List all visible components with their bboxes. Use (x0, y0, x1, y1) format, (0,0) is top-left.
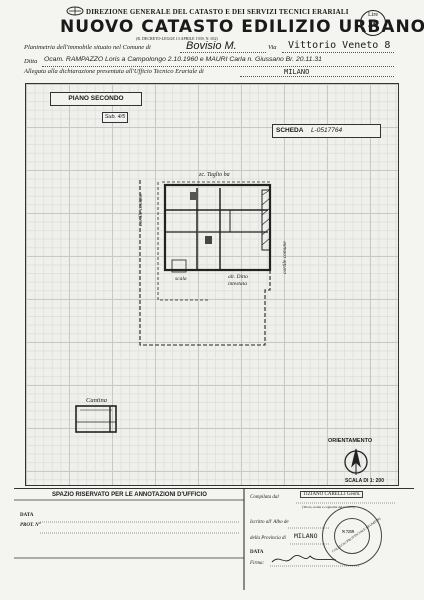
comune-value: Bovisio M. (186, 40, 237, 52)
cantina-label: Cantina (86, 397, 107, 404)
firma-label: Firma: (250, 561, 265, 566)
scheda-value: L-0517764 (311, 127, 343, 134)
prot-label: PROT. N° (20, 523, 41, 528)
bottom-section (14, 488, 414, 589)
allegata-label: Allegata alla dichiarazione presentata a… (24, 68, 204, 75)
law-reference: (R. DECRETO-LEGGE 13 APRILE 1939, N. 652… (136, 36, 218, 41)
emblem-icon (66, 6, 84, 16)
lire-label: Lire (368, 12, 378, 18)
scheda-label: SCHEDA L-0517764 (272, 124, 381, 138)
orientamento-label: ORIENTAMENTO (328, 438, 373, 444)
provincia-label: della Provincia di (250, 536, 286, 541)
signature (271, 554, 337, 563)
titolo-note: (Titolo, nome e cognome del tecnico) (302, 505, 355, 509)
ditta-value: Ocam. RAMPAZZO Loris a Campolongo 2.10.1… (44, 56, 322, 63)
scale-label: SCALA DI 1: 200 (345, 478, 384, 484)
compilata-name: TIZIANO CARELLI Geom. (300, 491, 364, 498)
ditta-label: Ditta (24, 58, 38, 65)
scala-label: scala (175, 276, 187, 282)
stamp-fee-badge: Lire 20 (360, 10, 386, 36)
altra-ditta-label: alt. Ditta intestata (228, 274, 248, 287)
provincia-value: MILANO (294, 532, 318, 540)
data-label: DATA (20, 513, 34, 518)
data2-label: DATA (250, 550, 264, 555)
via-label: Via (268, 44, 277, 51)
spazio-label: SPAZIO RISERVATO PER LE ANNOTAZIONI D'UF… (52, 492, 207, 498)
scheda-text: SCHEDA (276, 127, 304, 134)
floor-plan-grid (25, 83, 399, 486)
sub-label: Sub. 4/5 (102, 112, 128, 123)
via-value: Vittorio Veneto 8 (288, 40, 391, 51)
planimetria-label: Planimetria dell'immobile situato nel Co… (24, 44, 151, 51)
iscritto-label: Iscritto all' Albo de (250, 520, 289, 525)
piano-label: PIANO SECONDO (50, 92, 142, 106)
lire-value: 20 (368, 19, 378, 30)
collegio-stamp: COLLEGIO PROVINCIALE GEOMETRI N 7259 (322, 506, 382, 566)
ministry-header: DIREZIONE GENERALE DEL CATASTO E DEI SER… (86, 8, 349, 16)
ufficio-value: MILANO (284, 68, 310, 76)
stamp-number: N 7259 (342, 529, 354, 534)
piano-text: PIANO SECONDO (68, 95, 124, 102)
via-plan-label: zc. Taglio ba (199, 172, 230, 178)
compilata-label: Compilata dal (250, 495, 279, 500)
document-title: NUOVO CATASTO EDILIZIO URBANO (60, 17, 424, 37)
